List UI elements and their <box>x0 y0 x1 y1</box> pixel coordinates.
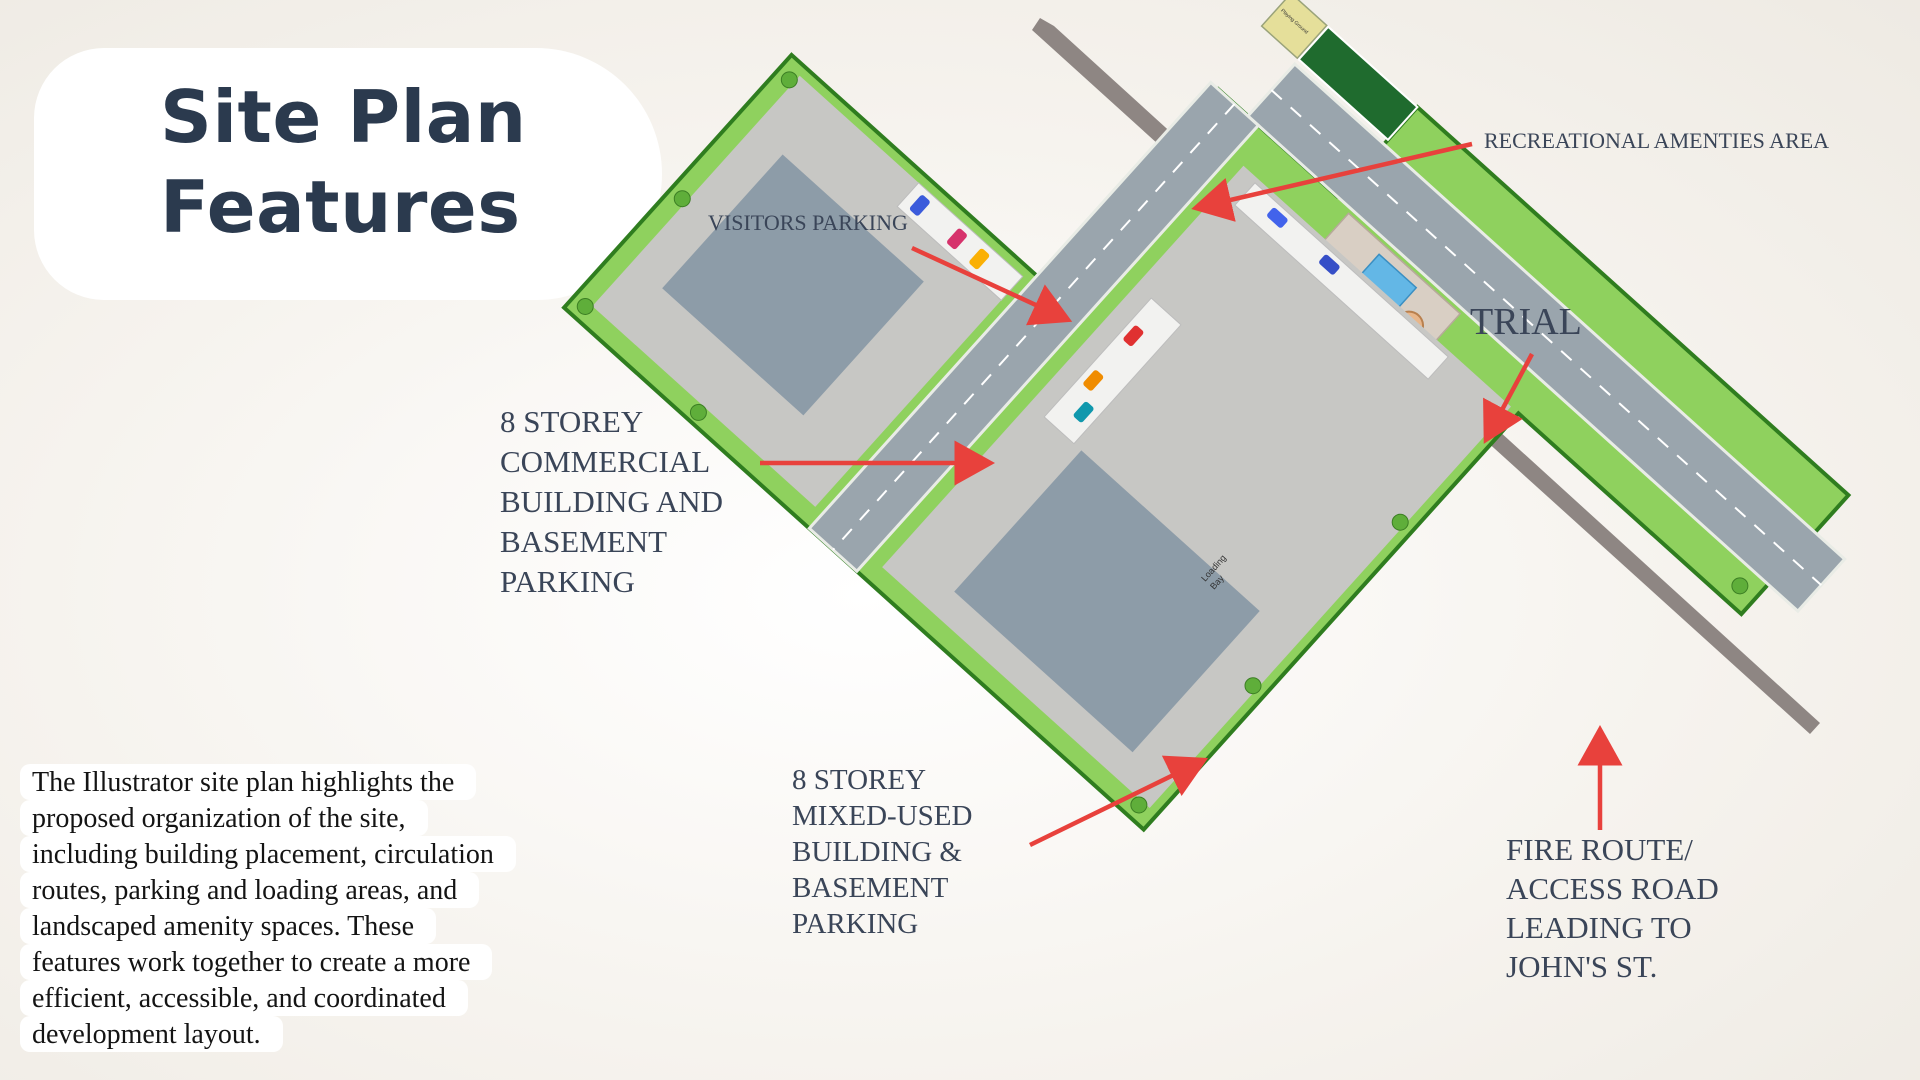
car <box>909 195 930 216</box>
commercial-building <box>662 154 924 416</box>
label-fire-route-line: JOHN'S ST. <box>1506 949 1658 984</box>
description-text: The Illustrator site plan highlights the… <box>20 764 580 1052</box>
parking-row-east <box>1234 182 1449 380</box>
label-mixed-use-line: MIXED-USED <box>792 800 973 832</box>
description-line: features work together to create a more <box>20 944 493 980</box>
description-line: routes, parking and loading areas, and <box>20 872 480 908</box>
label-mixed-use-line: 8 STOREY <box>792 764 927 796</box>
tree <box>1244 677 1262 695</box>
label-fire-route-line: FIRE ROUTE/ <box>1506 832 1693 867</box>
label-fire-route-line: ACCESS ROAD <box>1506 871 1719 906</box>
description-line: landscaped amenity spaces. These <box>20 908 437 944</box>
plan-rotated-group: Loading Bay Playing Ground <box>561 0 1852 833</box>
title-line-2: Features <box>160 165 521 249</box>
tree <box>780 71 798 89</box>
parking-row-central <box>1043 297 1182 445</box>
car <box>969 248 990 270</box>
description-line: The Illustrator site plan highlights the <box>20 764 477 800</box>
label-commercial-line: BUILDING AND <box>500 484 724 519</box>
arrow-visitors-parking <box>911 245 1073 326</box>
car <box>1073 401 1094 423</box>
title-line-1: Site Plan <box>160 75 527 159</box>
label-commercial-line: COMMERCIAL <box>500 444 711 479</box>
car <box>1083 370 1104 391</box>
tree <box>1731 577 1749 595</box>
car <box>947 228 967 250</box>
car <box>1319 254 1340 275</box>
tree <box>1130 796 1148 814</box>
label-recreational: RECREATIONAL AMENTIES AREA <box>1484 128 1830 153</box>
tree <box>1391 513 1409 531</box>
label-mixed-use-line: BASEMENT <box>792 872 949 904</box>
label-visitors-parking: VISITORS PARKING <box>708 210 908 235</box>
playing-ground <box>1260 0 1328 60</box>
label-fire-route-line: LEADING TO <box>1506 910 1692 945</box>
description-line: development layout. <box>20 1016 283 1052</box>
arrow-mixed-use <box>1029 755 1209 848</box>
label-mixed-use: 8 STOREY MIXED-USED BUILDING & BASEMENT … <box>792 762 972 942</box>
description-line: including building placement, circulatio… <box>20 836 516 872</box>
label-commercial: 8 STOREY COMMERCIAL BUILDING AND BASEMEN… <box>500 402 723 602</box>
label-trial: TRIAL <box>1470 301 1582 343</box>
tree <box>673 190 691 208</box>
label-commercial-line: BASEMENT <box>500 524 668 559</box>
tree <box>689 403 707 421</box>
arrow-trial <box>1483 352 1534 444</box>
label-commercial-line: PARKING <box>500 564 635 599</box>
title-card <box>34 48 662 300</box>
page-title: Site Plan Features <box>160 72 580 252</box>
sports-field <box>1297 25 1419 142</box>
mixed-use-building <box>954 450 1260 753</box>
label-mixed-use-line: BUILDING & <box>792 836 962 868</box>
label-fire-route: FIRE ROUTE/ ACCESS ROAD LEADING TO JOHN'… <box>1506 830 1719 986</box>
description-line: efficient, accessible, and coordinated <box>20 980 468 1016</box>
label-commercial-line: 8 STOREY <box>500 404 644 439</box>
description-line: proposed organization of the site, <box>20 800 428 836</box>
car <box>1123 325 1144 347</box>
tree <box>576 297 594 315</box>
arrow-recreational <box>1191 141 1473 222</box>
car <box>1267 207 1288 228</box>
label-mixed-use-line: PARKING <box>792 908 919 940</box>
